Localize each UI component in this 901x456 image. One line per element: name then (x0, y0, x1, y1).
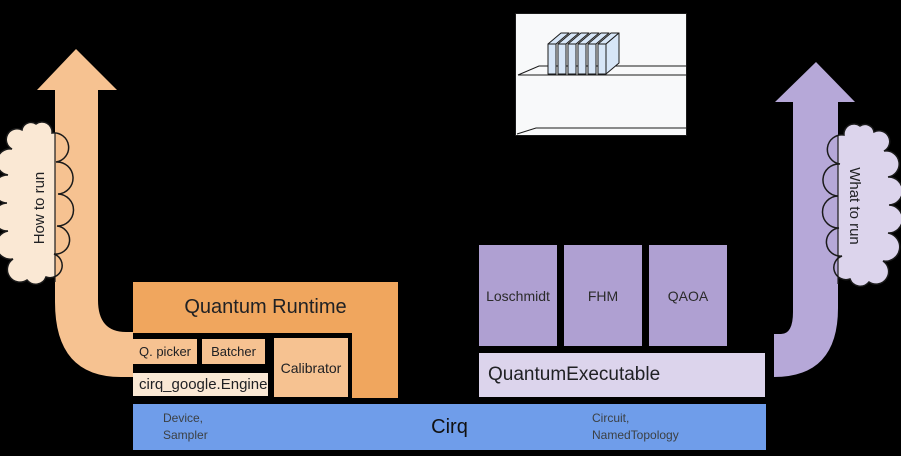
platform-lines (516, 65, 686, 135)
cirq-right-note: Circuit, NamedTopology (592, 410, 679, 444)
cirq-title: Cirq (431, 416, 468, 438)
cirq-right-note-line2: NamedTopology (592, 428, 679, 442)
cirq-right-note-line1: Circuit, (592, 411, 630, 425)
cloud-right-icon (821, 123, 901, 287)
calibrator-box: Calibrator (274, 338, 348, 397)
program-box-fhm: FHM (564, 245, 642, 346)
cirq-left-note: Device, Sampler (163, 410, 208, 444)
quantum-runtime-title: Quantum Runtime (184, 296, 347, 318)
quantum-runtime-group: Quantum Runtime Q. picker Batcher Calibr… (133, 282, 398, 398)
how-to-run-label: How to run (31, 171, 48, 245)
runtime-components-panel: Q. picker Batcher Calibrator cirq_google… (133, 333, 352, 398)
program-box-qaoa: QAOA (649, 245, 727, 346)
cirq-layer-bar: Device, Sampler Cirq Circuit, NamedTopol… (133, 404, 766, 450)
how-to-run-arrow-icon (37, 49, 133, 377)
quantum-hardware-panel (515, 13, 687, 136)
what-to-run-label: What to run (846, 167, 863, 245)
cirq-google-engine-box: cirq_google.Engine (133, 373, 268, 396)
what-to-run-arrow-icon (774, 62, 855, 377)
cloud-right-fill (822, 124, 901, 287)
cirq-left-note-line1: Device, (163, 411, 204, 425)
rack-slabs (547, 32, 620, 75)
program-box-loschmidt: Loschmidt (479, 245, 557, 346)
cirq-left-note-line2: Sampler (163, 428, 208, 442)
q-picker-box: Q. picker (133, 339, 197, 364)
batcher-box: Batcher (202, 339, 265, 364)
quantum-executable-box: QuantumExecutable (479, 353, 765, 397)
cloud-left-icon (0, 121, 75, 285)
server-racks-icon (516, 32, 686, 135)
